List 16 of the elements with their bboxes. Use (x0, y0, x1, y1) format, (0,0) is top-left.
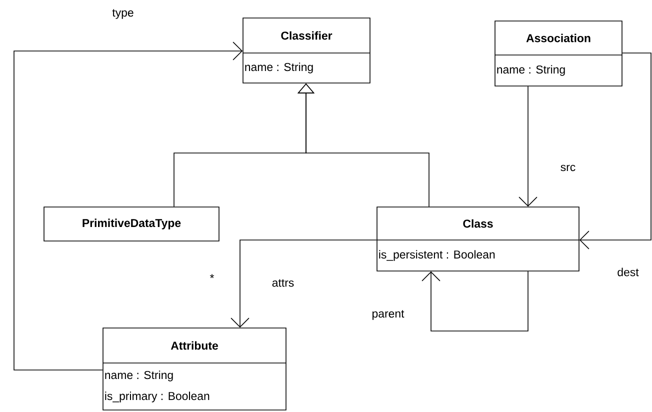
class-box: Association name : String (494, 20, 622, 86)
class-box: PrimitiveDataType (44, 206, 220, 242)
class-box: Classifier name : String (242, 18, 370, 84)
class-box: Attribute name : String is_primary : Boolean (102, 328, 286, 410)
class-box: Class is_persistent : Boolean (376, 206, 580, 272)
multiplicity-label: * (210, 274, 214, 278)
association-line (14, 42, 243, 370)
association-line (422, 271, 528, 332)
edge-label: dest (616, 266, 640, 278)
association-line (579, 52, 652, 250)
association-line (230, 240, 377, 328)
edge-label: attrs (270, 278, 296, 288)
edge-label: type (111, 8, 135, 20)
edge-label: parent (370, 309, 406, 321)
edge-label: src (559, 164, 577, 172)
association-line (518, 86, 538, 207)
